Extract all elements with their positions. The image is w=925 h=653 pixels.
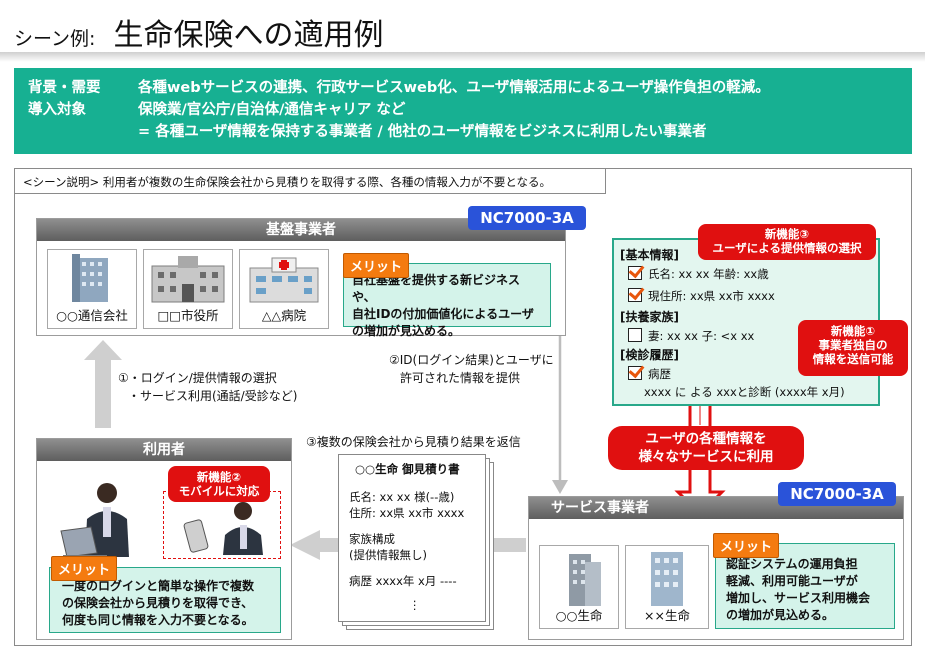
base-provider-title: 基盤事業者	[37, 219, 565, 241]
checkbox-medical-icon[interactable]	[628, 366, 642, 380]
life-insurer-a-box: ○○生命	[539, 545, 619, 629]
user-info-usage-line2: 様々なサービスに利用	[638, 449, 774, 465]
arrow-base-to-service-head	[552, 480, 568, 494]
estimate-line: 住所: xx県 xx市 xxxx	[349, 506, 465, 520]
user-laptop-icon	[60, 483, 129, 561]
hospital-icon	[249, 257, 319, 303]
info-row-address-text: 現住所: xx県 xx市 xxxx	[648, 289, 775, 303]
user-panel: 利用者 一度のログインと簡単な操作で複数 の保険会社から見積りを取得でき、 何度…	[36, 438, 292, 640]
hospital-label: △△病院	[261, 308, 307, 323]
estimate-line: 家族構成	[349, 532, 395, 546]
info-section-family: [扶養家族]	[620, 310, 679, 324]
user-merit-label: メリット	[51, 556, 118, 581]
info-row-address: 現住所: xx県 xx市 xxxx	[628, 288, 775, 304]
service-product-tag: NC7000-3A	[778, 482, 896, 506]
new-feature-2-title: 新機能②	[196, 470, 242, 484]
base-product-tag: NC7000-3A	[468, 206, 586, 230]
user-info-usage-line1: ユーザの各種情報を	[645, 431, 767, 447]
new-feature-3-text: ユーザによる提供情報の選択	[712, 241, 862, 255]
new-feature-3-title: 新機能③	[764, 227, 810, 241]
service-merit-line: 認証システムの運用負担	[726, 557, 858, 571]
user-merit-box: 一度のログインと簡単な操作で複数 の保険会社から見積りを取得でき、 何度も同じ情…	[49, 567, 281, 633]
step1-line1: ①・ログイン/提供情報の選択	[118, 371, 277, 385]
base-merit-label: メリット	[343, 253, 410, 278]
step2-line2: 許可された情報を提供	[400, 371, 521, 385]
user-merit-line: の保険会社から見積りを取得でき、	[62, 596, 254, 610]
city-hall-box: □□市役所	[143, 249, 233, 329]
telecom-company-label: ○○通信会社	[56, 308, 128, 323]
info-row-medical: 病歴	[628, 366, 671, 382]
service-merit-line: 軽減、利用可能ユーザが	[726, 574, 858, 588]
base-merit-line: 自社IDの付加価値化によるユーザ	[352, 307, 534, 321]
info-row-medical-text: 病歴	[648, 367, 671, 381]
new-feature-3-callout: 新機能③ ユーザによる提供情報の選択	[698, 224, 876, 260]
step3-text: ③複数の保険会社から見積り結果を返信	[306, 435, 521, 449]
estimate-line: 病歴 xxxx年 x月 ----	[349, 574, 457, 588]
estimate-document: ○○生命 御見積り書 氏名: xx xx 様(--歳) 住所: xx県 xx市 …	[338, 454, 486, 622]
estimate-line: ⋮	[409, 598, 421, 612]
checkbox-name-icon[interactable]	[628, 266, 642, 280]
user-info-usage-callout: ユーザの各種情報を 様々なサービスに利用	[608, 426, 804, 470]
info-row-family: 妻: xx xx 子: <x xx	[628, 328, 754, 344]
info-row-name-text: 氏名: xx xx 年齢: xx歳	[648, 267, 769, 281]
service-provider-panel: サービス事業者 ○○生命 ××生命 認証システムの運用負担 軽減、利用可能ユーザ…	[528, 496, 904, 640]
user-merit-line: 一度のログインと簡単な操作で複数	[62, 579, 255, 593]
arrow-user-to-base	[84, 340, 122, 428]
estimate-title: ○○生命 御見積り書	[355, 462, 460, 476]
title-divider	[0, 52, 925, 62]
hospital-box: △△病院	[239, 249, 329, 329]
checkbox-family-icon[interactable]	[628, 328, 642, 342]
estimate-line: 氏名: xx xx 様(--歳)	[349, 490, 455, 504]
banner-text-target-detail: = 各種ユーザ情報を保持する事業者 / 他社のユーザ情報をビジネスに利用したい事…	[138, 124, 707, 140]
page-title-text: 生命保険への適用例	[113, 18, 384, 53]
step1-line2: ・サービス利用(通話/受診など)	[128, 389, 298, 403]
user-merit-line: 何度も同じ情報を入力不要となる。	[62, 613, 254, 627]
new-feature-1-callout: 新機能① 事業者独自の 情報を送信可能	[798, 320, 908, 376]
step2-line1: ②ID(ログイン結果)とユーザに	[389, 353, 554, 367]
new-feature-1-text-1: 事業者独自の	[818, 338, 888, 352]
banner-text-target: 保険業/官公庁/自治体/通信キャリア など	[138, 102, 406, 118]
user-mobile-icon	[183, 502, 263, 555]
scene-description: <シーン説明> 利用者が複数の生命保険会社から見積りを取得する際、各種の情報入力…	[14, 168, 606, 194]
life-insurer-b-label: ××生命	[644, 608, 690, 623]
city-hall-icon	[151, 256, 225, 303]
info-section-basic: [基本情報]	[620, 248, 679, 262]
new-feature-1-text-2: 情報を送信可能	[812, 352, 894, 366]
service-merit-label: メリット	[713, 533, 780, 558]
new-feature-2-callout: 新機能② モバイルに対応	[168, 466, 270, 502]
insurer-b-building-icon	[651, 552, 683, 606]
life-insurer-a-label: ○○生命	[555, 608, 603, 623]
base-provider-panel: 基盤事業者 ○○通信会社 □□市役所 △△病院 自社基盤を提供する新ビジネスや、…	[36, 218, 566, 338]
life-insurer-b-box: ××生命	[625, 545, 709, 629]
base-merit-line: の増加が見込める。	[352, 324, 461, 338]
new-feature-2-text: モバイルに対応	[178, 484, 260, 498]
insurer-a-building-icon	[569, 554, 601, 606]
info-row-family-text: 妻: xx xx 子: <x xx	[648, 329, 755, 343]
page-title: シーン例: 生命保険への適用例	[14, 10, 383, 54]
banner-label-background: 背景・需要	[28, 80, 101, 96]
page-title-prefix: シーン例:	[14, 28, 96, 50]
background-banner: 背景・需要 各種webサービスの連携、行政サービスweb化、ユーザ情報活用によるユ…	[14, 68, 912, 154]
info-section-checkup: [検診履歴]	[620, 348, 679, 362]
new-feature-1-title: 新機能①	[830, 324, 876, 338]
telecom-company-box: ○○通信会社	[47, 249, 137, 329]
service-merit-line: 増加し、サービス利用機会	[726, 591, 871, 605]
city-hall-label: □□市役所	[157, 308, 219, 323]
info-row-name: 氏名: xx xx 年齢: xx歳	[628, 266, 769, 282]
banner-label-target: 導入対象	[28, 102, 86, 118]
info-row-diagnosis: xxxx に よる xxxと診断 (xxxx年 x月)	[644, 385, 845, 399]
estimate-line: (提供情報無し)	[349, 548, 427, 562]
checkbox-address-icon[interactable]	[628, 288, 642, 302]
service-merit-line: の増加が見込める。	[726, 608, 835, 622]
user-title: 利用者	[37, 439, 291, 461]
office-building-icon	[72, 254, 108, 302]
banner-text-background: 各種webサービスの連携、行政サービスweb化、ユーザ情報活用によるユーザ操作負…	[138, 80, 770, 96]
